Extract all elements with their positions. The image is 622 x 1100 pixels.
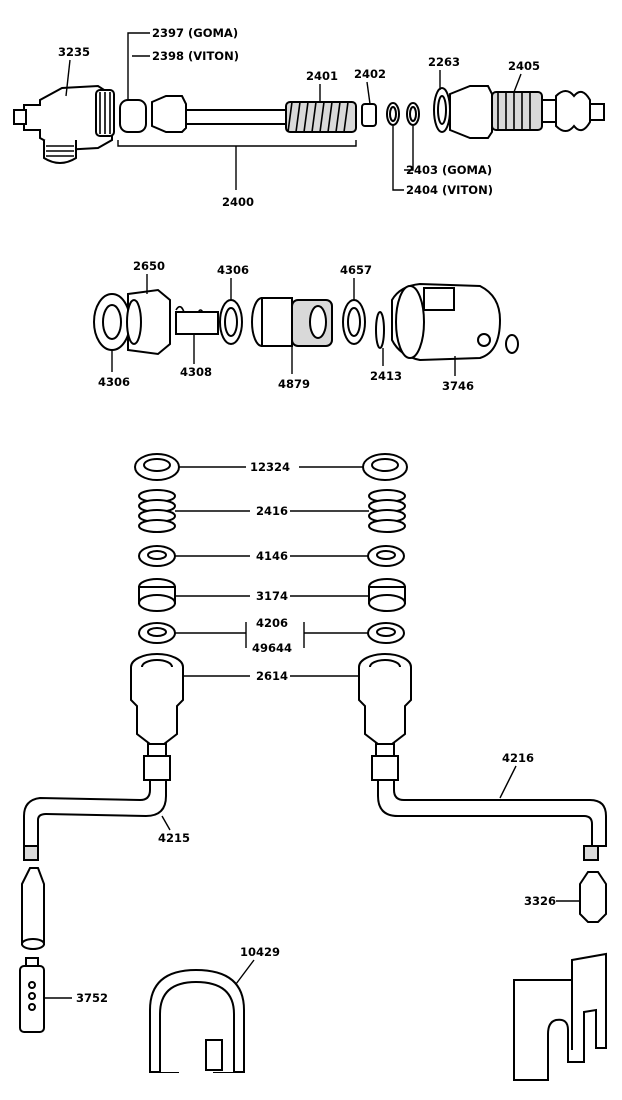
part-2403-oring xyxy=(386,102,400,126)
label-4308: 4308 xyxy=(180,365,212,379)
label-4657: 4657 xyxy=(340,263,372,277)
part-bracket-tool xyxy=(513,952,607,1081)
part-4879-body xyxy=(251,297,333,347)
part-2405-stem xyxy=(449,85,605,139)
part-3235-valve-body xyxy=(13,84,115,164)
part-2402-nut xyxy=(361,103,377,127)
label-2403: 2403 (GOMA) xyxy=(406,163,492,177)
label-4216: 4216 xyxy=(502,751,534,765)
part-4216-spout xyxy=(371,755,607,861)
part-12324-right xyxy=(362,453,408,481)
part-3746-small-oring xyxy=(505,334,519,354)
part-2614-right xyxy=(358,653,412,757)
label-4215: 4215 xyxy=(158,831,190,845)
label-3752: 3752 xyxy=(76,991,108,1005)
label-3326: 3326 xyxy=(524,894,556,908)
leaders-section-1 xyxy=(65,32,522,191)
part-4657-oring xyxy=(342,299,366,345)
label-4306-bottom: 4306 xyxy=(98,375,130,389)
label-3235: 3235 xyxy=(58,45,90,59)
label-2400: 2400 xyxy=(222,195,254,209)
part-2416-right xyxy=(368,489,406,533)
leaders-section-3 xyxy=(44,466,580,999)
label-4146: 4146 xyxy=(256,549,288,563)
part-3746-cap xyxy=(391,282,502,362)
part-spout-tip-left xyxy=(21,867,45,950)
part-2614-left xyxy=(130,653,184,757)
label-2416: 2416 xyxy=(256,504,288,518)
part-labels: 3235 2397 (GOMA) 2398 (VITON) 2401 2402 … xyxy=(58,26,556,1005)
part-4146-right xyxy=(367,545,405,567)
part-49644-right xyxy=(367,622,405,644)
part-2400-shaft xyxy=(151,95,357,133)
part-2263-washer xyxy=(433,87,451,133)
label-4879: 4879 xyxy=(278,377,310,391)
part-4215-spout xyxy=(23,755,171,861)
leader-10429 xyxy=(235,959,255,985)
part-3326-tip xyxy=(579,871,607,923)
part-4308-spring xyxy=(175,305,219,335)
label-2404: 2404 (VITON) xyxy=(406,183,493,197)
part-12324-left xyxy=(134,453,180,481)
part-4146-left xyxy=(138,545,176,567)
label-10429: 10429 xyxy=(240,945,280,959)
label-4206: 4206 xyxy=(256,616,288,630)
part-2650-nut xyxy=(126,288,171,356)
part-3174-left xyxy=(138,578,176,612)
part-2416-left xyxy=(138,489,176,533)
part-2397-seal xyxy=(119,99,147,133)
label-2650: 2650 xyxy=(133,259,165,273)
label-49644: 49644 xyxy=(252,641,292,655)
label-3746: 3746 xyxy=(442,379,474,393)
label-2397: 2397 (GOMA) xyxy=(152,26,238,40)
label-2413: 2413 xyxy=(370,369,402,383)
label-2402: 2402 xyxy=(354,67,386,81)
part-2413-clip xyxy=(375,311,385,349)
part-2404-oring xyxy=(406,102,420,126)
label-2263: 2263 xyxy=(428,55,460,69)
label-2614: 2614 xyxy=(256,669,288,683)
label-4306-top: 4306 xyxy=(217,263,249,277)
part-4206-left xyxy=(138,622,176,644)
label-3174: 3174 xyxy=(256,589,288,603)
label-12324: 12324 xyxy=(250,460,290,474)
part-10429-tool xyxy=(149,968,245,1073)
part-4306-oring xyxy=(219,299,243,345)
label-2398: 2398 (VITON) xyxy=(152,49,239,63)
part-3752-pin xyxy=(19,957,45,1033)
part-3174-right xyxy=(368,578,406,612)
label-2401: 2401 xyxy=(306,69,338,83)
leaders-section-2 xyxy=(111,274,456,376)
label-2405: 2405 xyxy=(508,59,540,73)
part-4306-washer-left xyxy=(93,293,131,351)
